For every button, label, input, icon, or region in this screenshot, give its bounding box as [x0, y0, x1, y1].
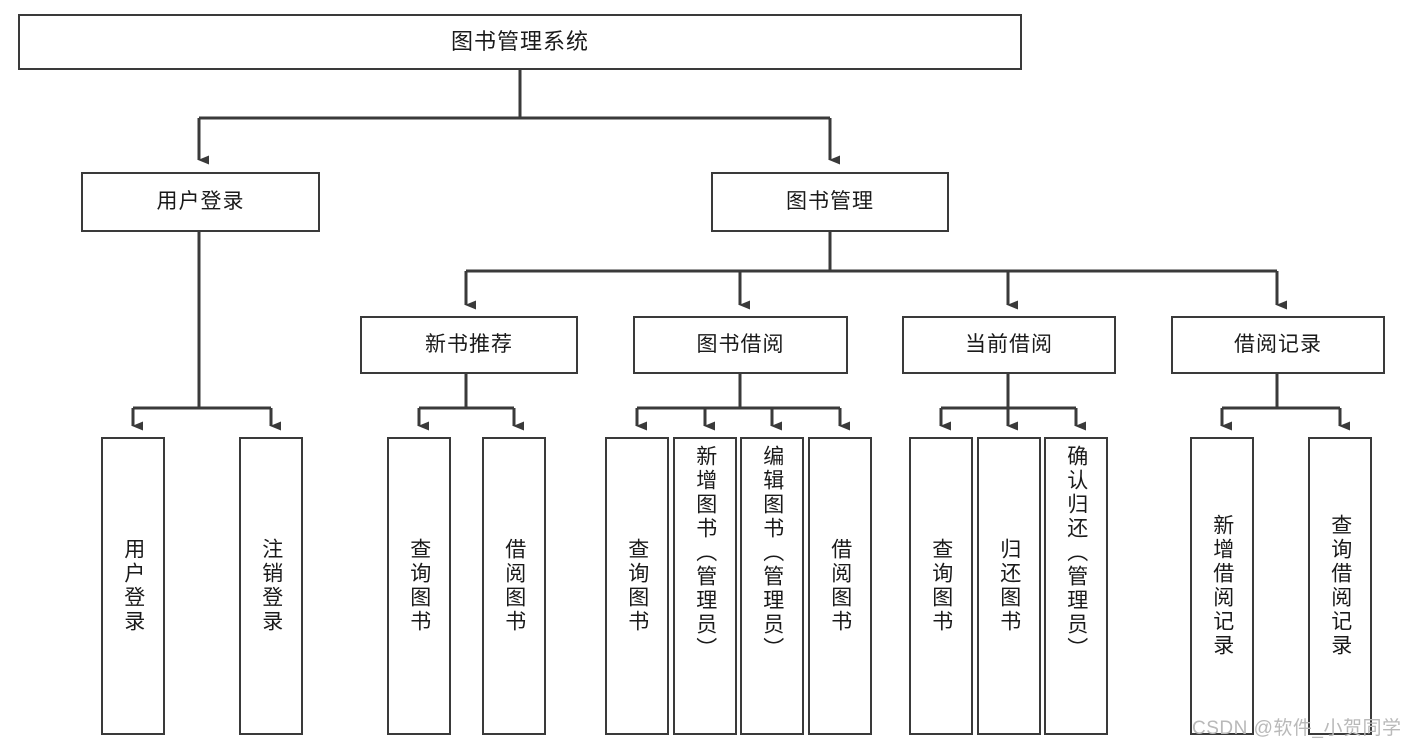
leaf-borrow-record-query[interactable]: 查询借阅记录	[1308, 437, 1372, 735]
node-book-borrow-label: 图书借阅	[696, 332, 785, 356]
leaf-current-borrow-confirm-return-label: 确认归还（管理员）	[1064, 445, 1088, 661]
leaf-book-borrow-add[interactable]: 新增图书（管理员）	[673, 437, 737, 735]
node-new-book-recommend[interactable]: 新书推荐	[360, 316, 578, 374]
leaf-book-borrow-query[interactable]: 查询图书	[605, 437, 669, 735]
leaf-user-login-login-label: 用户登录	[121, 538, 145, 634]
node-book-management[interactable]: 图书管理	[711, 172, 949, 232]
node-book-management-label: 图书管理	[786, 189, 874, 213]
leaf-current-borrow-query[interactable]: 查询图书	[909, 437, 973, 735]
leaf-user-login-logout-label: 注销登录	[259, 538, 283, 634]
leaf-new-book-borrow-label: 借阅图书	[502, 538, 526, 634]
leaf-borrow-record-add-label: 新增借阅记录	[1210, 514, 1234, 658]
node-user-login-label: 用户登录	[156, 189, 245, 213]
leaf-user-login-logout[interactable]: 注销登录	[239, 437, 303, 735]
leaf-new-book-borrow[interactable]: 借阅图书	[482, 437, 546, 735]
leaf-borrow-record-add[interactable]: 新增借阅记录	[1190, 437, 1254, 735]
leaf-current-borrow-return[interactable]: 归还图书	[977, 437, 1041, 735]
leaf-book-borrow-lend-label: 借阅图书	[828, 538, 852, 634]
leaf-book-borrow-lend[interactable]: 借阅图书	[808, 437, 872, 735]
node-root-book-management-system[interactable]: 图书管理系统	[18, 14, 1022, 70]
leaf-current-borrow-query-label: 查询图书	[929, 538, 953, 634]
leaf-book-borrow-edit-label: 编辑图书（管理员）	[760, 445, 784, 661]
leaf-book-borrow-edit[interactable]: 编辑图书（管理员）	[740, 437, 804, 735]
leaf-book-borrow-query-label: 查询图书	[625, 538, 649, 634]
leaf-current-borrow-return-label: 归还图书	[997, 538, 1021, 634]
leaf-new-book-query-label: 查询图书	[407, 538, 431, 634]
node-current-borrow[interactable]: 当前借阅	[902, 316, 1116, 374]
node-borrow-record-label: 借阅记录	[1234, 332, 1322, 356]
node-root-label: 图书管理系统	[450, 29, 589, 55]
node-borrow-record[interactable]: 借阅记录	[1171, 316, 1385, 374]
leaf-borrow-record-query-label: 查询借阅记录	[1328, 514, 1352, 658]
node-book-borrow[interactable]: 图书借阅	[633, 316, 848, 374]
leaf-book-borrow-add-label: 新增图书（管理员）	[693, 445, 717, 661]
leaf-current-borrow-confirm-return[interactable]: 确认归还（管理员）	[1044, 437, 1108, 735]
leaf-new-book-query[interactable]: 查询图书	[387, 437, 451, 735]
node-new-book-recommend-label: 新书推荐	[425, 332, 513, 356]
node-user-login[interactable]: 用户登录	[81, 172, 320, 232]
leaf-user-login-login[interactable]: 用户登录	[101, 437, 165, 735]
node-current-borrow-label: 当前借阅	[965, 332, 1053, 356]
